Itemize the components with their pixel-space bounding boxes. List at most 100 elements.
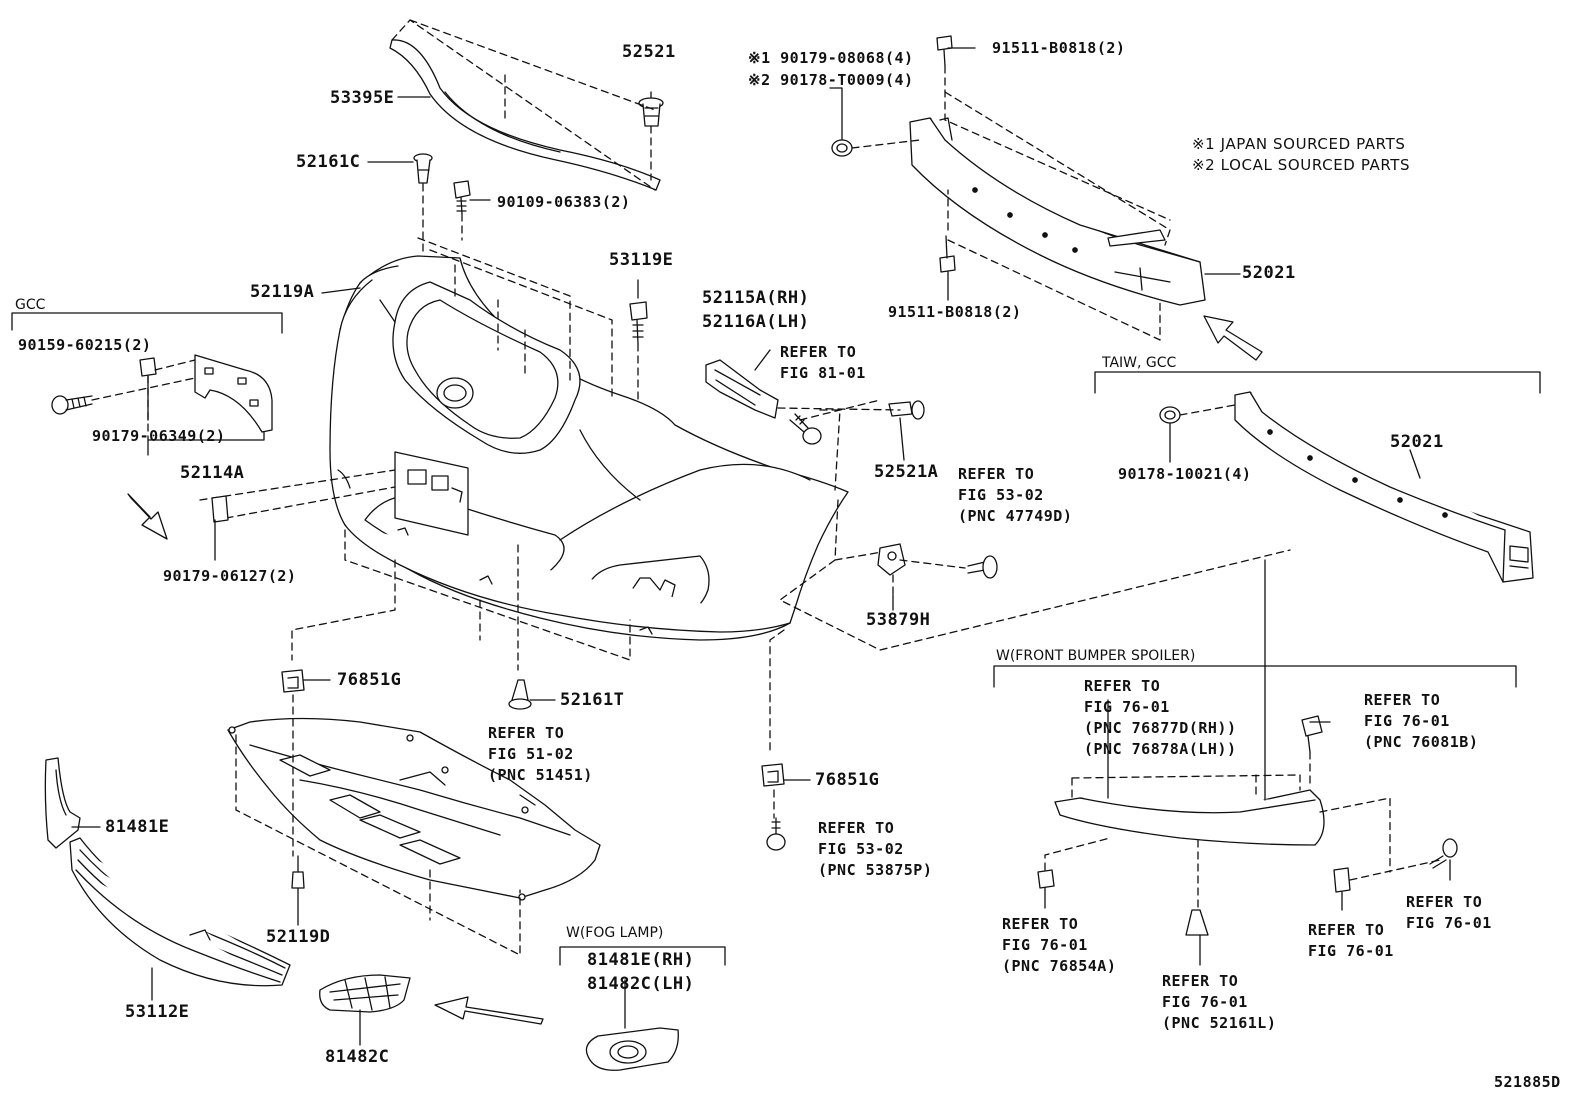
ref-fig-81-01: REFER TO FIG 81-01 bbox=[780, 342, 866, 384]
label-52116A: 52116A(LH) bbox=[702, 312, 810, 332]
label-leaders bbox=[72, 48, 1450, 1045]
ref-line: REFER TO bbox=[780, 343, 857, 361]
label-52114A: 52114A bbox=[180, 463, 245, 483]
ref-line: FIG 76-01 bbox=[1406, 914, 1492, 932]
ref-line: (PNC 76878A(LH)) bbox=[1084, 740, 1237, 758]
fog-cover-with-lamp bbox=[586, 1028, 678, 1070]
label-90179-08068: ※1 90179-08068(4) bbox=[748, 49, 914, 67]
ref-line: REFER TO bbox=[1406, 893, 1483, 911]
screw-90159 bbox=[52, 396, 92, 414]
ref-line: (PNC 76854A) bbox=[1002, 957, 1117, 975]
ref-line: FIG 76-01 bbox=[1084, 698, 1170, 716]
reinforcement-52021-taiw bbox=[1235, 392, 1533, 582]
screw-90109 bbox=[454, 181, 470, 214]
ref-line: (PNC 76081B) bbox=[1364, 733, 1479, 751]
clip-52161L bbox=[1186, 910, 1208, 935]
ref-line: (PNC 53875P) bbox=[818, 861, 933, 879]
label-52161T: 52161T bbox=[560, 690, 625, 710]
ref-fig-76-01-76081B: REFER TO FIG 76-01 (PNC 76081B) bbox=[1364, 690, 1478, 753]
label-52115A: 52115A(RH) bbox=[702, 288, 810, 308]
nut-90178-10021 bbox=[1160, 407, 1180, 423]
clip-52161T bbox=[509, 680, 531, 709]
nut-90179-08068 bbox=[832, 140, 852, 156]
ref-line: REFER TO bbox=[1162, 972, 1239, 990]
label-81482C-lh: 81482C(LH) bbox=[587, 974, 695, 994]
ref-line: (PNC 51451) bbox=[488, 766, 593, 784]
ref-line: REFER TO bbox=[958, 465, 1035, 483]
label-90178-T0009: ※2 90178-T0009(4) bbox=[748, 71, 914, 89]
label-90178-10021: 90178-10021(4) bbox=[1118, 465, 1252, 483]
clip-52161C bbox=[414, 154, 432, 183]
bolt-91511-top bbox=[937, 36, 952, 66]
leaders-reinf-top bbox=[852, 66, 1170, 340]
note-japan-sourced: ※1 JAPAN SOURCED PARTS bbox=[1192, 135, 1406, 153]
label-76851G-a: 76851G bbox=[337, 670, 402, 690]
label-52119A: 52119A bbox=[250, 282, 315, 302]
label-53112E: 53112E bbox=[125, 1002, 190, 1022]
bumper-cover-52119A bbox=[330, 256, 848, 640]
reinforcement-52021-top bbox=[910, 118, 1205, 305]
label-52021-top: 52021 bbox=[1242, 263, 1296, 283]
label-53879H: 53879H bbox=[866, 610, 931, 630]
diagram-code: 521885D bbox=[1494, 1073, 1561, 1091]
label-81481E-rh: 81481E(RH) bbox=[587, 950, 695, 970]
trim-81481E bbox=[45, 758, 80, 848]
ref-fig-51-02: REFER TO FIG 51-02 (PNC 51451) bbox=[488, 723, 593, 786]
note-local-sourced: ※2 LOCAL SOURCED PARTS bbox=[1192, 156, 1411, 174]
ref-fig-53-02-47749D: REFER TO FIG 53-02 (PNC 47749D) bbox=[958, 464, 1072, 527]
group-brackets bbox=[12, 313, 1540, 965]
clip-76081B bbox=[1302, 716, 1322, 752]
engine-under-cover bbox=[228, 719, 600, 901]
label-52119D: 52119D bbox=[266, 927, 331, 947]
ref-line: FIG 53-02 bbox=[958, 486, 1044, 504]
ref-line: FIG 81-01 bbox=[780, 364, 866, 382]
arrow-fog-cover bbox=[435, 997, 543, 1024]
label-90179-06349: 90179-06349(2) bbox=[92, 427, 226, 445]
side-bracket-52115A bbox=[706, 360, 778, 418]
front-bumper-spoiler bbox=[1055, 790, 1324, 845]
ref-line: FIG 76-01 bbox=[1364, 712, 1450, 730]
fog-cover-81482C bbox=[320, 975, 410, 1012]
label-81482C: 81482C bbox=[325, 1047, 390, 1067]
group-front-spoiler: W(FRONT BUMPER SPOILER) bbox=[996, 648, 1196, 664]
group-gcc: GCC bbox=[15, 297, 46, 313]
ref-line: FIG 76-01 bbox=[1308, 942, 1394, 960]
leaders-left bbox=[92, 360, 195, 440]
group-taiw-gcc: TAIW, GCC bbox=[1102, 355, 1177, 371]
ref-line: FIG 51-02 bbox=[488, 745, 574, 763]
label-53395E: 53395E bbox=[330, 88, 395, 108]
ref-line: (PNC 47749D) bbox=[958, 507, 1073, 525]
label-52521A: 52521A bbox=[874, 462, 939, 482]
ref-line: REFER TO bbox=[818, 819, 895, 837]
label-91511-bottom: 91511-B0818(2) bbox=[888, 303, 1022, 321]
lower-grille-53112E bbox=[70, 838, 290, 986]
label-76851G-b: 76851G bbox=[815, 770, 880, 790]
arrow-reinforcement bbox=[1204, 316, 1262, 360]
ref-line: (PNC 52161L) bbox=[1162, 1014, 1277, 1032]
clip-52521 bbox=[639, 98, 663, 126]
ref-fig-76-01-52161L: REFER TO FIG 76-01 (PNC 52161L) bbox=[1162, 971, 1276, 1034]
ref-line: (PNC 76877D(RH)) bbox=[1084, 719, 1237, 737]
leaders-bumper bbox=[200, 20, 1290, 750]
ref-line: FIG 53-02 bbox=[818, 840, 904, 858]
ref-fig-76-01-spoiler: REFER TO FIG 76-01 (PNC 76877D(RH)) (PNC… bbox=[1084, 676, 1237, 760]
bracket-52114A bbox=[195, 355, 272, 432]
ref-fig-76-01-screw: REFER TO FIG 76-01 bbox=[1406, 892, 1492, 934]
ref-line: REFER TO bbox=[1308, 921, 1385, 939]
ref-fig-76-01-76854A: REFER TO FIG 76-01 (PNC 76854A) bbox=[1002, 914, 1116, 977]
ref-line: REFER TO bbox=[1002, 915, 1079, 933]
nut-76854A bbox=[1038, 870, 1054, 888]
nut-90179-06127 bbox=[212, 496, 228, 522]
label-53119E: 53119E bbox=[609, 250, 674, 270]
ref-line: REFER TO bbox=[488, 724, 565, 742]
group-fog-lamp: W(FOG LAMP) bbox=[566, 925, 664, 941]
leaders-spoiler bbox=[1045, 752, 1440, 910]
leaders-side bbox=[778, 408, 965, 595]
label-91511-top: 91511-B0818(2) bbox=[992, 39, 1126, 57]
clip-90179-06349 bbox=[140, 358, 156, 376]
screw-spoiler bbox=[1430, 839, 1457, 868]
ref-fig-53-02-53875P: REFER TO FIG 53-02 (PNC 53875P) bbox=[818, 818, 932, 881]
ref-fig-76-01-retainer: REFER TO FIG 76-01 bbox=[1308, 920, 1394, 962]
